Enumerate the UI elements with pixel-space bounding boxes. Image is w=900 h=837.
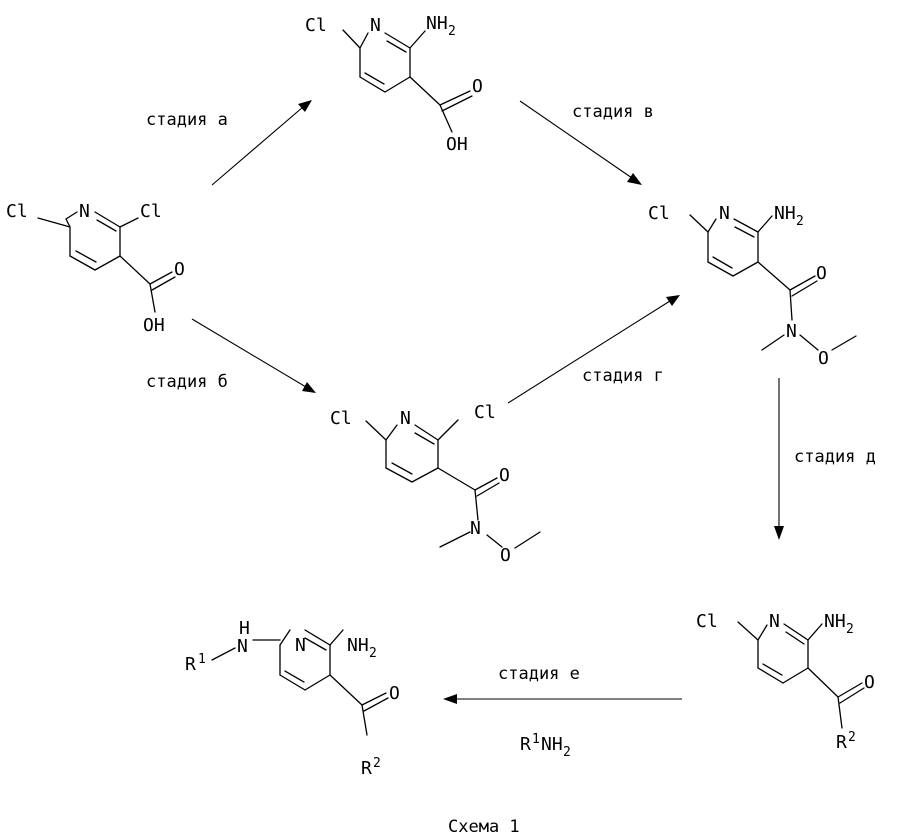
methoxy-oxygen-label: O [500,545,511,566]
r2-label: R [361,758,372,779]
carbonyl-oxygen-label: O [864,672,875,693]
amino-label: NH [347,635,369,656]
reagent-subscript: 2 [563,745,571,760]
reagent-r: R [520,734,531,755]
amino-subscript: 2 [369,646,377,661]
ring-nitrogen-label: N [295,635,306,656]
nitrogen-label: N [769,611,780,632]
carbonyl-oxygen-label: O [816,263,827,284]
chlorine-label: Cl [648,203,670,224]
amino-subscript: 2 [796,214,804,229]
chlorine-label-2: Cl [140,201,162,222]
r2-superscript: 2 [848,730,856,745]
step-b-label: стадия б [146,372,228,392]
chlorine-label: Cl [305,15,327,36]
step-a-label: стадия а [146,110,228,130]
step-e-label: стадия е [498,664,580,684]
chlorine-label-6: Cl [330,408,352,429]
nitrogen-label: N [79,201,90,222]
amide-nitrogen-label: N [470,518,481,539]
step-v-label: стадия в [572,102,654,122]
scheme-caption: Схема 1 [448,817,520,837]
amide-nitrogen-label: N [786,321,797,342]
amino-subscript: 2 [846,622,854,637]
r1-superscript: 1 [198,652,206,667]
hydroxyl-label: OH [446,134,468,155]
r2-label: R [836,732,847,753]
compound-chloro-ketone: Cl N NH 2 O R 2 [696,611,875,753]
compound-final-product: R 1 H N N NH 2 O R 2 [185,618,400,779]
compound-dichloronicotinic-acid: Cl N Cl O OH [6,201,185,336]
compound-amino-weinreb-amide: Cl N NH 2 O N O [648,203,856,369]
nitrogen-label: N [400,408,411,429]
nitrogen-label: N [370,15,381,36]
step-d-label: стадия д [794,447,876,467]
hydroxyl-label: OH [143,315,165,336]
amine-nitrogen-label: N [237,636,248,657]
amino-label: NH [774,203,796,224]
carbonyl-oxygen-label: O [499,465,510,486]
arrow-step-e [443,694,682,704]
compound-aminochloronicotinic-acid: Cl N NH 2 O OH [305,13,483,155]
oxygen-label: O [472,76,483,97]
reagent-label: R 1 NH 2 [520,732,571,760]
reagent-superscript: 1 [532,732,540,747]
amino-label: NH [426,13,448,34]
oxygen-label: O [174,259,185,280]
step-g-label: стадия г [582,366,664,386]
r1-label: R [185,654,196,675]
carbonyl-oxygen-label: O [389,683,400,704]
r2-superscript: 2 [373,756,381,771]
arrow-step-d [774,378,784,540]
arrow-step-g [508,295,680,403]
chlorine-label: Cl [696,611,718,632]
nitrogen-label: N [719,203,730,224]
reagent-nh: NH [541,734,563,755]
chlorine-label-6: Cl [6,201,28,222]
methoxy-oxygen-label: O [818,348,829,369]
chlorine-label-2: Cl [474,402,496,423]
amino-label: NH [824,611,846,632]
amino-subscript: 2 [448,24,456,39]
compound-dichloro-weinreb-amide: Cl N Cl O N O [330,402,540,566]
